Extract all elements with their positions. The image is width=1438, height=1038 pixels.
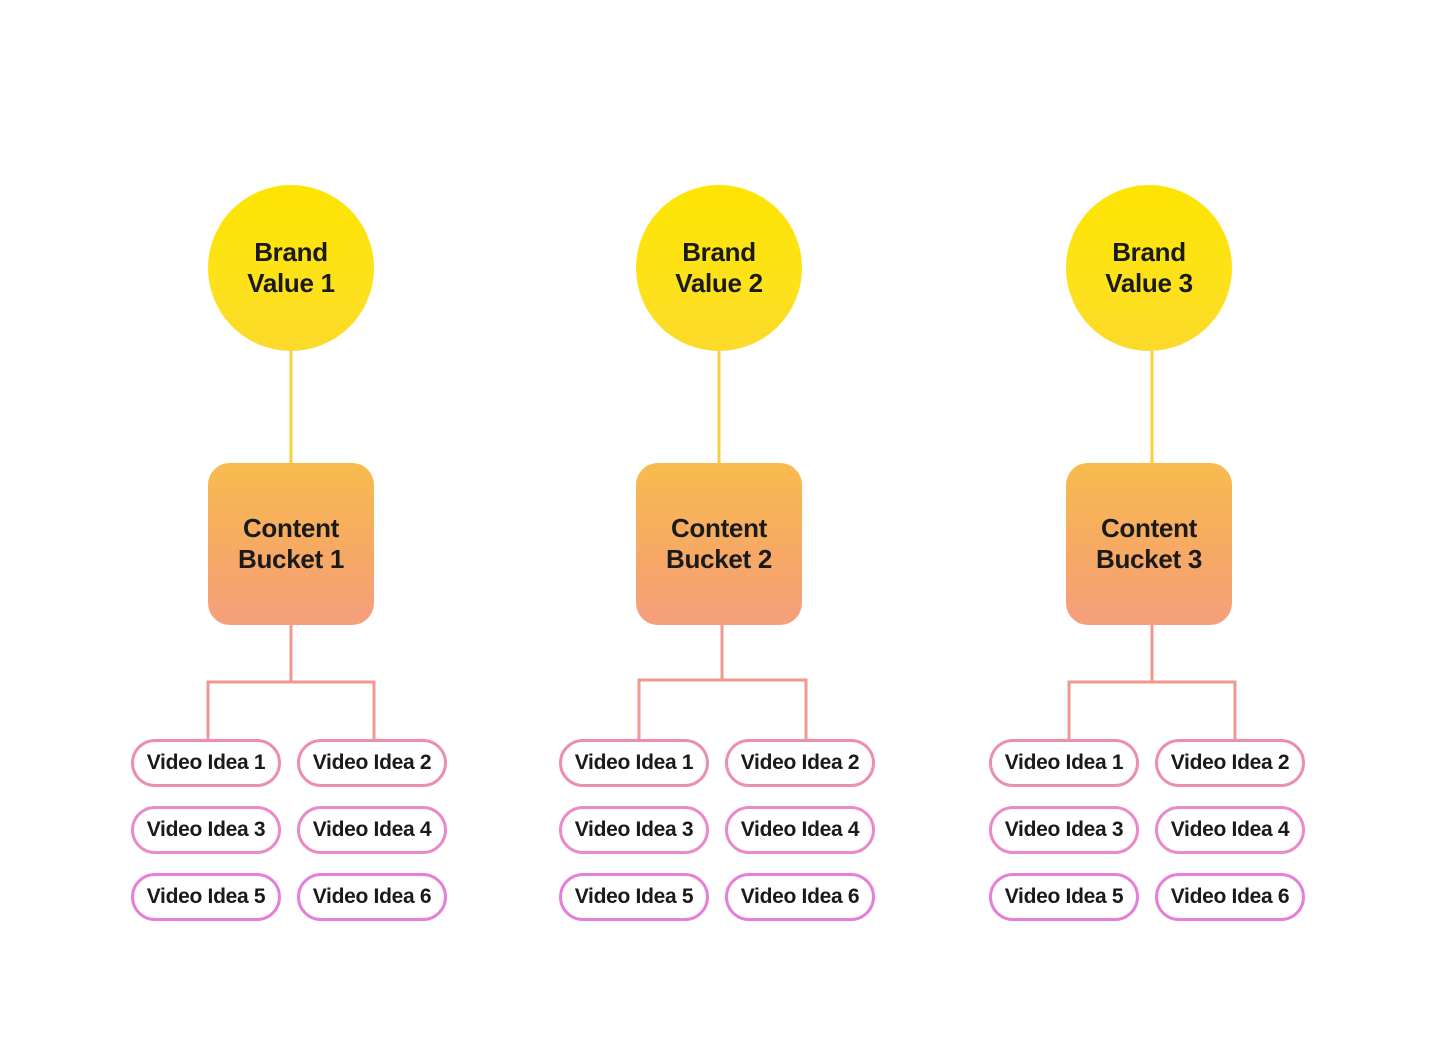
content-bucket-label: Content Bucket 2: [666, 513, 772, 574]
video-idea-pill: Video Idea 3: [989, 806, 1139, 854]
content-bucket-node: Content Bucket 1: [208, 463, 374, 625]
video-idea-pill: Video Idea 6: [1155, 873, 1305, 921]
video-idea-pill: Video Idea 5: [559, 873, 709, 921]
video-idea-pill: Video Idea 3: [559, 806, 709, 854]
brand-value-label: Brand Value 1: [247, 237, 335, 298]
connector-bucket-to-ideas: [206, 625, 293, 739]
column-1-connectors: [206, 351, 376, 739]
connector-bucket-to-ideas-right: [722, 678, 808, 739]
video-idea-pill: Video Idea 4: [725, 806, 875, 854]
column-3-connectors: [1067, 351, 1237, 739]
connector-bucket-to-ideas-right: [1152, 680, 1237, 739]
brand-value-node: Brand Value 1: [208, 185, 374, 351]
content-bucket-label: Content Bucket 1: [238, 513, 344, 574]
video-idea-pill: Video Idea 2: [297, 739, 447, 787]
video-idea-pill: Video Idea 2: [1155, 739, 1305, 787]
connector-bucket-to-ideas-right: [291, 680, 376, 739]
video-idea-pill: Video Idea 1: [131, 739, 281, 787]
column-2: Brand Value 2 Content Bucket 2 Video Ide…: [549, 0, 889, 1038]
video-idea-pill: Video Idea 4: [297, 806, 447, 854]
connector-bucket-to-ideas: [1067, 625, 1154, 739]
content-bucket-node: Content Bucket 3: [1066, 463, 1232, 625]
brand-value-node: Brand Value 2: [636, 185, 802, 351]
video-idea-pill: Video Idea 6: [297, 873, 447, 921]
video-idea-pill: Video Idea 4: [1155, 806, 1305, 854]
video-idea-pill: Video Idea 1: [989, 739, 1139, 787]
connector-bucket-to-ideas: [637, 625, 724, 739]
video-idea-pill: Video Idea 5: [131, 873, 281, 921]
column-3: Brand Value 3 Content Bucket 3 Video Ide…: [979, 0, 1319, 1038]
brand-value-node: Brand Value 3: [1066, 185, 1232, 351]
column-2-connectors: [637, 351, 808, 739]
video-idea-pill: Video Idea 6: [725, 873, 875, 921]
brand-value-label: Brand Value 3: [1105, 237, 1193, 298]
content-bucket-node: Content Bucket 2: [636, 463, 802, 625]
video-idea-pill: Video Idea 3: [131, 806, 281, 854]
brand-value-label: Brand Value 2: [675, 237, 763, 298]
column-1: Brand Value 1 Content Bucket 1 Video Ide…: [121, 0, 461, 1038]
video-idea-pill: Video Idea 1: [559, 739, 709, 787]
content-bucket-label: Content Bucket 3: [1096, 513, 1202, 574]
video-idea-pill: Video Idea 5: [989, 873, 1139, 921]
video-idea-pill: Video Idea 2: [725, 739, 875, 787]
